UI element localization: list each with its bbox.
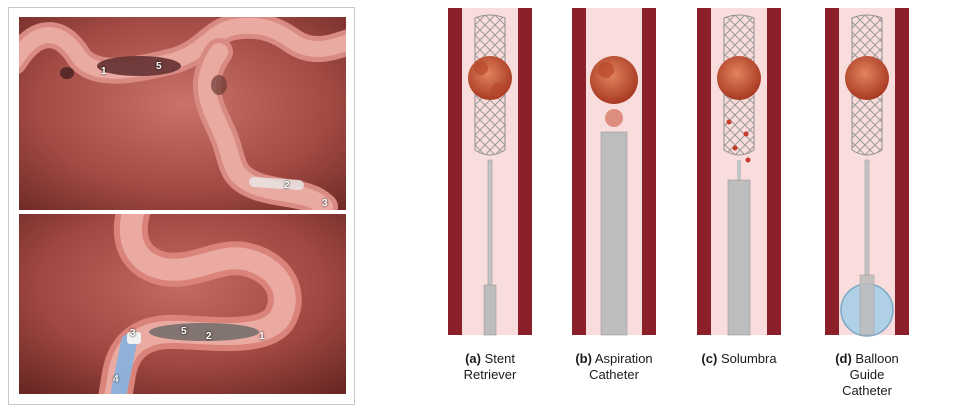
caption-line1: Solumbra	[721, 351, 777, 366]
illustration-top-stent-retrieval: 1 5 2 3	[19, 17, 346, 210]
illustration-panel: 1 5 2 3 3 5 2 1 4	[8, 7, 355, 405]
caption-line1: Stent	[485, 351, 515, 366]
caption-letter: (b)	[575, 351, 592, 366]
vessel-wall-left	[572, 8, 586, 335]
label-1: 1	[101, 66, 107, 77]
caption-a: (a) Stent Retriever	[435, 351, 545, 383]
caption-line2: Catheter	[589, 367, 639, 382]
vessel-illustration-top	[19, 17, 346, 210]
label-2: 2	[284, 180, 290, 191]
clot	[468, 56, 512, 100]
caption-line3: Catheter	[842, 383, 892, 398]
vessel-wall-left	[697, 8, 711, 335]
label-2: 2	[206, 331, 212, 342]
clot	[590, 56, 638, 104]
label-3: 3	[130, 328, 136, 339]
guide-catheter	[860, 275, 874, 335]
microcatheter	[484, 285, 496, 335]
panel-a-stent-retriever	[448, 8, 532, 335]
vessel-illustration-bottom	[19, 214, 346, 394]
vessel-wall-right	[767, 8, 781, 335]
panel-b-aspiration-catheter	[572, 8, 656, 335]
label-5: 5	[181, 326, 187, 337]
pusher-wire	[488, 160, 492, 285]
illustration-bottom-balloon-guide: 3 5 2 1 4	[19, 214, 346, 394]
panel-c-solumbra	[697, 8, 781, 335]
caption-line1: Aspiration	[595, 351, 653, 366]
thrombectomy-techniques-diagram: (a) Stent Retriever (b) Aspiration Cathe…	[380, 0, 979, 412]
caption-letter: (c)	[701, 351, 717, 366]
vessel-wall-right	[895, 8, 909, 335]
caption-letter: (d)	[835, 351, 852, 366]
clot	[845, 56, 889, 100]
panel-d-balloon-guide-catheter	[825, 8, 909, 336]
vessel-wall-right	[642, 8, 656, 335]
pusher-wire	[865, 160, 869, 275]
vessel-wall-left	[448, 8, 462, 335]
caption-b: (b) Aspiration Catheter	[559, 351, 669, 383]
caption-line1: Balloon	[855, 351, 898, 366]
caption-line2: Retriever	[464, 367, 517, 382]
caption-line2: Guide	[850, 367, 885, 382]
caption-c: (c) Solumbra	[684, 351, 794, 367]
label-5: 5	[156, 61, 162, 72]
label-3: 3	[322, 198, 328, 209]
caption-letter: (a)	[465, 351, 481, 366]
caption-d: (d) Balloon Guide Catheter	[812, 351, 922, 399]
clot	[717, 56, 761, 100]
label-4: 4	[113, 374, 119, 385]
aspiration-catheter	[601, 132, 627, 335]
vessel-wall-left	[825, 8, 839, 335]
aspiration-catheter	[728, 180, 750, 335]
label-1: 1	[259, 331, 265, 342]
vessel-wall-right	[518, 8, 532, 335]
